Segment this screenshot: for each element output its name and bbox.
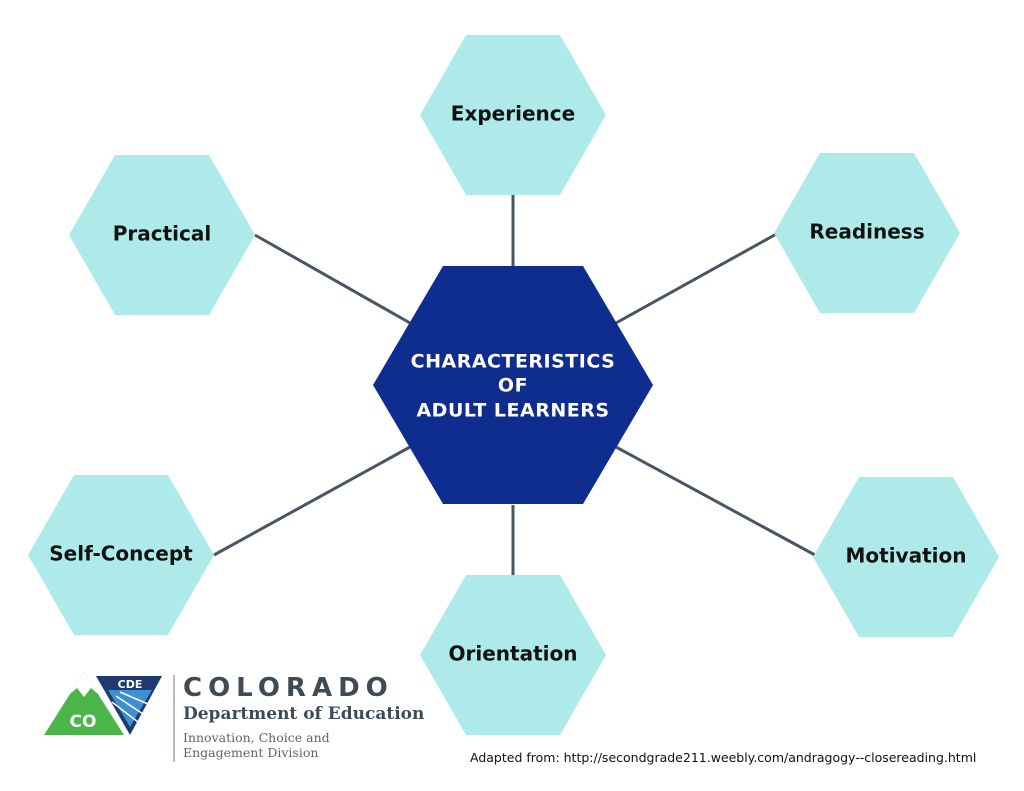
node-label-self-concept: Self-Concept <box>49 542 193 566</box>
node-label-practical: Practical <box>113 222 212 246</box>
node-label-readiness: Readiness <box>809 220 924 244</box>
node-practical: Practical <box>69 155 255 315</box>
hexagon-experience <box>420 35 606 195</box>
connector-self-concept <box>213 445 411 557</box>
mountain-logo-icon <box>44 672 124 735</box>
node-motivation: Motivation <box>813 477 999 637</box>
node-label-orientation: Orientation <box>449 642 578 666</box>
organization-division-line-2: Engagement Division <box>183 745 318 760</box>
node-self-concept: Self-Concept <box>28 475 214 635</box>
center-node: CHARACTERISTICS OF ADULT LEARNERS <box>373 266 653 504</box>
hexagon-motivation <box>813 477 999 637</box>
sunburst-ray-icon <box>115 695 147 717</box>
center-hexagon <box>373 266 653 504</box>
organization-division-line-1: Innovation, Choice and <box>183 730 330 745</box>
organization-department: Department of Education <box>183 704 424 724</box>
logo-badge-text: CDE <box>118 678 143 691</box>
node-readiness: Readiness <box>774 153 960 313</box>
connector-practical <box>254 233 411 325</box>
mountain-snowcap-icon <box>70 672 98 697</box>
source-attribution: Adapted from: http://secondgrade211.weeb… <box>470 750 977 765</box>
hexagon-self-concept <box>28 475 214 635</box>
connector-readiness <box>615 230 781 325</box>
connectors <box>213 195 816 575</box>
center-label-line-3: ADULT LEARNERS <box>416 400 609 422</box>
center-label-line-2: OF <box>498 375 528 397</box>
connector-motivation <box>615 445 816 557</box>
node-orientation: Orientation <box>420 575 606 735</box>
hexagon-orientation <box>420 575 606 735</box>
sunburst-icon <box>108 690 152 727</box>
center-label-line-1: CHARACTERISTICS <box>411 351 616 373</box>
organization-name: COLORADO <box>183 673 394 703</box>
node-label-motivation: Motivation <box>846 544 967 568</box>
hexagon-readiness <box>774 153 960 313</box>
hexagon-practical <box>69 155 255 315</box>
sunburst-ray-icon <box>119 691 149 705</box>
sunburst-ray-icon <box>111 701 139 723</box>
organization-logo: CO CDE COLORADO Department of Education … <box>44 672 424 762</box>
node-experience: Experience <box>420 35 606 195</box>
logo-initials: CO <box>70 712 97 732</box>
node-label-experience: Experience <box>451 102 575 126</box>
